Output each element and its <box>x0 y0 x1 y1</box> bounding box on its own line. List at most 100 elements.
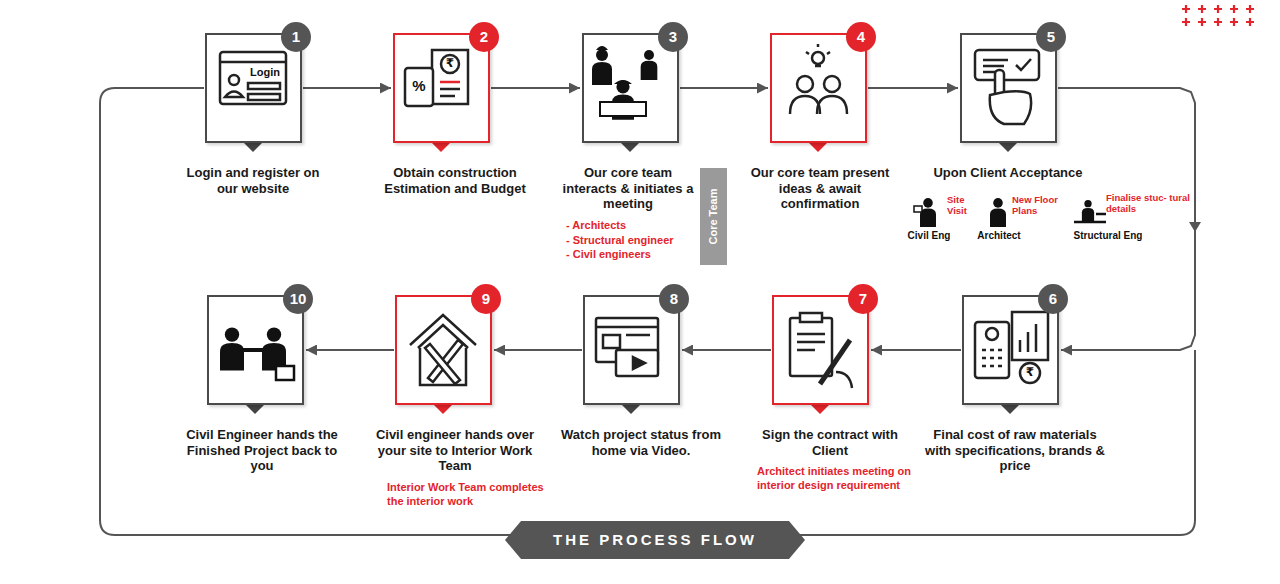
estimate-icon-part <box>432 50 468 104</box>
plus-marks-part <box>1182 5 1190 13</box>
box-pointers <box>242 141 1021 414</box>
ideas-icon-part <box>824 76 840 92</box>
step-caption: Obtain construction Estimation and Budge… <box>380 165 530 196</box>
cost-icon-part <box>1020 324 1036 352</box>
ideas-icon-part <box>797 76 813 92</box>
engineer-figures-part <box>1074 214 1106 222</box>
process-step: 9Civil engineer hands over your site to … <box>343 277 543 508</box>
step-note: - Architects <box>566 219 716 233</box>
interior-icon <box>410 315 476 385</box>
handover-icon <box>220 327 294 380</box>
login-icon-part <box>220 61 286 64</box>
title-banner: THE PROCESS FLOW <box>505 521 805 559</box>
flow-arrow <box>871 349 961 351</box>
contract-icon <box>790 313 852 388</box>
plus-marks-part <box>1198 18 1206 26</box>
process-step: 8Watch project status from home via Vide… <box>531 277 731 458</box>
label-holder: ₹ <box>446 57 454 71</box>
estimate-icon-part <box>405 68 433 106</box>
figure-note: Finalise stuc- tural details <box>1106 193 1190 215</box>
step-caption: Civil engineer hands over your site to I… <box>375 427 535 474</box>
plus-marks-part <box>1230 5 1238 13</box>
process-step: 5Upon Client Acceptance <box>908 15 1108 181</box>
cost-icon-part <box>986 328 998 340</box>
estimate-icon <box>405 50 468 106</box>
ideas-icon-part <box>817 96 847 114</box>
step-note: Interior Work Team completes the interio… <box>387 481 547 509</box>
step-number: 2 <box>469 22 499 52</box>
process-step: 2Obtain construction Estimation and Budg… <box>341 15 541 196</box>
team-icon-part <box>592 49 612 85</box>
figure-label: Login <box>250 66 280 79</box>
step-caption: Civil Engineer hands the Finished Projec… <box>177 427 347 474</box>
tag-text: Core Team <box>700 168 727 265</box>
team-tag: Core Team <box>700 168 727 265</box>
step-caption: Final cost of raw materials with specifi… <box>925 427 1105 474</box>
video-icon-part <box>596 327 658 348</box>
contract-icon-part <box>790 318 832 376</box>
plus-marks-part <box>1246 18 1254 26</box>
step-number: 10 <box>283 284 313 314</box>
cost-icon-part <box>1020 363 1040 383</box>
login-icon <box>220 52 286 104</box>
flow-arrow <box>680 87 768 89</box>
step-caption: Our core team present ideas & await conf… <box>745 165 895 212</box>
flow-arrow <box>494 349 582 351</box>
banner-fill <box>505 521 805 559</box>
plus-marks-part <box>1198 5 1206 13</box>
flow-arrow <box>491 87 580 89</box>
label-holder: Login <box>250 66 280 79</box>
handover-icon-part <box>240 348 266 352</box>
step-number: 7 <box>848 284 878 314</box>
accept-icon-part <box>990 91 1031 124</box>
process-step: 4Our core team present ideas & await con… <box>718 15 918 212</box>
process-step: 7Sign the contract with ClientArchitect … <box>720 277 920 493</box>
accept-icon-part <box>975 50 1039 80</box>
login-icon-part <box>248 94 280 100</box>
label-holder: New Floor Plans <box>1012 195 1068 217</box>
step-number: 9 <box>471 284 501 314</box>
label-holder: Civil Eng <box>908 230 951 242</box>
step-number: 3 <box>658 22 688 52</box>
estimate-icon-part <box>440 81 460 84</box>
team-icon-part <box>600 102 646 116</box>
step-number: 1 <box>281 22 311 52</box>
plus-marks <box>1182 5 1254 26</box>
figure-note: New Floor Plans <box>1012 195 1068 217</box>
video-icon-part <box>616 350 658 376</box>
step-number: 5 <box>1036 22 1066 52</box>
flow-arrow <box>1058 88 1195 350</box>
team-icon-part <box>596 46 632 84</box>
team-icon-part <box>641 50 658 80</box>
process-step: 10Civil Engineer hands the Finished Proj… <box>155 277 355 474</box>
step-caption: Login and register on our website <box>178 165 328 196</box>
cost-icon-part <box>982 350 1002 366</box>
plus-marks-part <box>1214 5 1222 13</box>
contract-icon-part <box>797 334 825 350</box>
step-caption: Upon Client Acceptance <box>923 165 1093 181</box>
video-icon <box>596 318 658 376</box>
contract-icon-part <box>800 313 822 322</box>
login-icon-part <box>220 52 286 104</box>
contract-icon-part <box>836 372 852 388</box>
process-step: 3Our core team interacts & initiates a m… <box>530 15 730 262</box>
process-step: 1Login and register on our website <box>153 15 353 196</box>
figure-note: Site Visit <box>947 195 977 217</box>
step-caption: Watch project status from home via Video… <box>561 427 721 458</box>
step-caption: Sign the contract with Client <box>750 427 910 458</box>
video-icon-part <box>633 357 645 369</box>
plus-marks-part <box>1182 18 1190 26</box>
ideas-icon-part <box>806 44 830 66</box>
estimate-icon-part <box>441 55 459 73</box>
estimate-icon-part <box>440 95 455 98</box>
figure-label: ₹ <box>446 57 454 71</box>
figure-label: Structural Eng <box>1074 230 1143 242</box>
interior-icon-part <box>425 344 460 384</box>
plus-marks-part <box>1214 18 1222 26</box>
team-icon <box>592 46 657 120</box>
step-note: Architect initiates meeting on interior … <box>757 465 929 493</box>
interior-icon-part <box>410 315 476 345</box>
label-holder: Finalise stuc- tural details <box>1106 193 1190 215</box>
flow-arrow <box>868 87 958 89</box>
